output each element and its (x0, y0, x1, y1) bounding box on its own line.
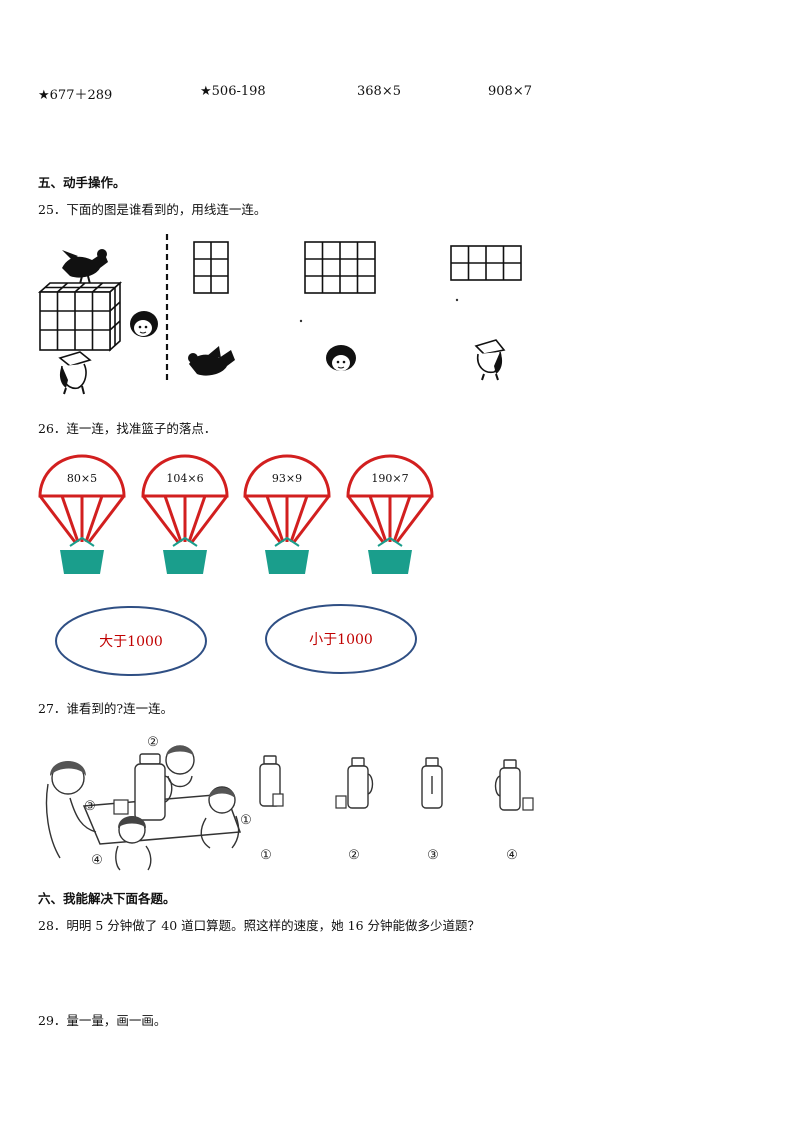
parachute-expression: 93×9 (272, 472, 302, 485)
section-title: 六、我能解决下面各题。 (38, 891, 176, 906)
scene-label-1: ① (240, 813, 252, 828)
child-4-figure (115, 816, 152, 871)
calc-item-4: 908×7 (488, 84, 532, 99)
girl-face-icon (130, 311, 158, 337)
calc-item-1: ★677＋289 (38, 84, 112, 103)
calc-expression: 506-198 (211, 84, 266, 99)
calc-expression: 908×7 (488, 84, 532, 99)
q27-figure: ② ③ ① ④ ① ② ③ ④ (45, 735, 534, 871)
boy-with-hat-icon (474, 339, 506, 381)
parachute-2[interactable]: 104×6 (141, 454, 229, 576)
q26-figure: 80×5 104×6 93×9 190×7 大于1000 小于1000 (38, 454, 434, 676)
star-icon: ★ (200, 84, 212, 99)
cube-stack (37, 281, 123, 352)
oval-label: 小于1000 (309, 632, 373, 648)
parachute-3[interactable]: 93×9 (243, 454, 331, 576)
parachute-expression: 104×6 (166, 472, 203, 485)
view-3-thermos[interactable] (421, 757, 443, 809)
view-label-4: ④ (506, 848, 518, 863)
view-grid-2 (304, 241, 376, 294)
child-3-figure (45, 761, 97, 859)
view-label-3: ③ (427, 848, 439, 863)
star-icon: ★ (38, 88, 50, 103)
girl-face-icon (326, 345, 356, 371)
question-28-text: 28．明明 5 分钟做了 40 道口算题。照这样的速度，她 16 分钟能做多少道… (38, 918, 481, 933)
thermos-icon (113, 753, 173, 821)
question-29-text: 29．量一量，画一画。 (38, 1013, 167, 1028)
view-2-thermos[interactable] (335, 757, 374, 809)
view-grid-1 (193, 241, 229, 294)
parachute-1[interactable]: 80×5 (38, 454, 126, 576)
view-label-1: ① (260, 848, 272, 863)
oval-label: 大于1000 (99, 634, 163, 650)
calc-expression: 368×5 (357, 84, 401, 99)
question-26-text: 26．连一连，找准篮子的落点． (38, 421, 217, 436)
oval-less-than-1000[interactable]: 小于1000 (265, 604, 417, 674)
question-25-text: 25．下面的图是谁看到的，用线连一连。 (38, 202, 267, 217)
scene-label-3: ③ (84, 799, 96, 814)
calc-item-2: ★506-198 (200, 84, 266, 99)
bird-icon (62, 249, 108, 285)
child-1-figure (200, 786, 240, 849)
scene-label-4: ④ (91, 853, 103, 868)
parachute-expression: 190×7 (371, 472, 408, 485)
question-27-text: 27．谁看到的?连一连。 (38, 701, 174, 716)
calc-item-3: 368×5 (357, 84, 401, 99)
parachute-expression: 80×5 (67, 472, 97, 485)
boy-with-hat-icon (58, 351, 92, 395)
scene-label-2: ② (147, 735, 159, 750)
parachute-4[interactable]: 190×7 (346, 454, 434, 576)
view-label-2: ② (348, 848, 360, 863)
oval-greater-than-1000[interactable]: 大于1000 (55, 606, 207, 676)
view-4-thermos[interactable] (494, 759, 534, 811)
section-title: 五、动手操作。 (38, 175, 126, 190)
calc-expression: 677＋289 (49, 88, 113, 103)
view-1-thermos[interactable] (259, 755, 284, 807)
bird-icon (188, 346, 235, 376)
child-2-figure (165, 745, 195, 788)
view-grid-3 (450, 245, 522, 281)
q25-figure (37, 234, 522, 395)
